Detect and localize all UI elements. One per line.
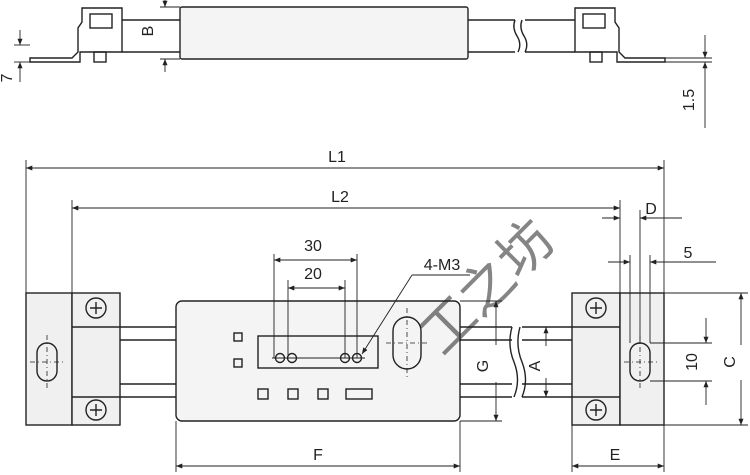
button-2 — [287, 388, 299, 400]
side-view: B 7 1.5 — [0, 0, 712, 128]
side-body — [179, 6, 469, 60]
right-clamp-side — [574, 7, 666, 63]
left-bracket-plate — [25, 292, 73, 426]
dim-label-10: 10 — [684, 353, 701, 371]
right-clamp-top — [571, 292, 621, 426]
left-clamp-side — [29, 7, 123, 63]
dim-label-7: 7 — [0, 73, 16, 82]
dim-label-30: 30 — [304, 238, 322, 255]
dim-label-d: D — [645, 201, 657, 218]
dim-label-g: G — [475, 360, 492, 372]
right-clamp-screw — [589, 51, 603, 63]
right-top-screw-icon — [585, 297, 607, 319]
dim-label-20: 20 — [304, 266, 322, 283]
right-bottom-screw-icon — [585, 399, 607, 421]
watermark-text: 工之坊 — [409, 209, 566, 366]
button-wide — [345, 388, 373, 400]
dim-label-b: B — [140, 26, 157, 37]
top-view-dimensions: L1 L2 D 5 30 20 4-M3 — [25, 149, 748, 472]
right-bracket-plate — [619, 292, 665, 426]
reading-window — [257, 335, 379, 369]
right-clamp-button — [582, 13, 606, 29]
dim-label-a: A — [527, 360, 544, 371]
left-clamp-screw — [93, 51, 107, 63]
dim-label-c: C — [722, 356, 739, 368]
scale-body-top — [175, 300, 461, 422]
dim-label-l1: L1 — [328, 149, 346, 166]
left-bottom-screw-icon — [85, 399, 107, 421]
button-3 — [317, 388, 329, 400]
led-1 — [233, 332, 243, 342]
led-2 — [233, 358, 243, 368]
button-1 — [257, 388, 269, 400]
dim-label-e: E — [610, 447, 621, 464]
left-clamp-button — [89, 13, 113, 29]
left-clamp-top — [71, 292, 121, 426]
dim-label-l2: L2 — [331, 189, 349, 206]
left-top-screw-icon — [85, 297, 107, 319]
dim-label-5: 5 — [684, 245, 693, 262]
top-view — [25, 292, 665, 426]
dim-label-f: F — [313, 447, 323, 464]
dim-label-4-m3: 4-M3 — [424, 257, 461, 274]
dim-label-1-5: 1.5 — [681, 89, 698, 111]
